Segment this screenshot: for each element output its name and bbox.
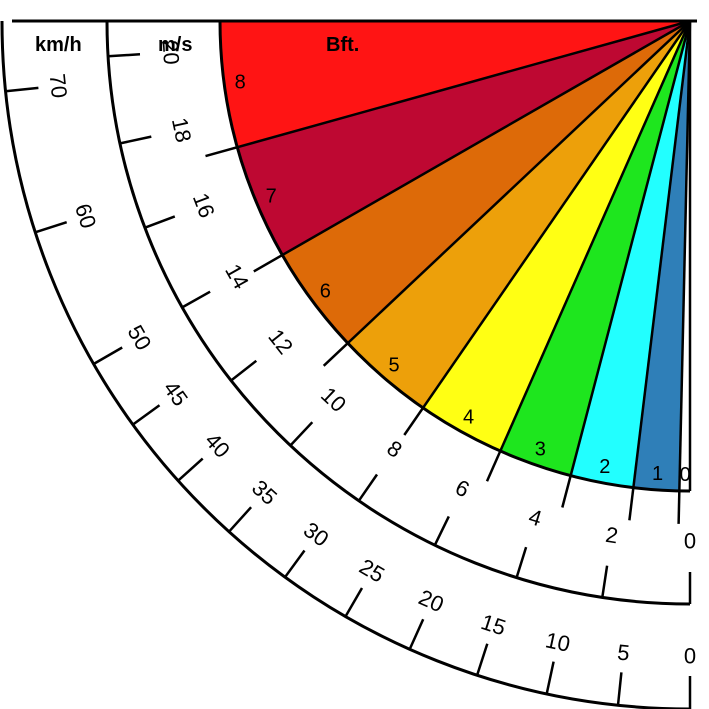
beaufort-boundary-ray: [677, 20, 692, 524]
ms-tick-label: 8: [382, 435, 406, 463]
beaufort-label-5: 5: [389, 354, 400, 376]
kmh-tick-label: 15: [478, 609, 509, 640]
kmh-tick-label: 70: [45, 72, 72, 99]
ms-tick-label: 10: [316, 382, 351, 417]
beaufort-sector-7: [237, 21, 691, 255]
kmh-tick: [132, 404, 161, 426]
ms-tick-label: 20: [158, 39, 184, 65]
kmh-tick: [283, 549, 306, 578]
ms-tick: [515, 546, 528, 578]
kmh-tick-label: 5: [616, 639, 631, 665]
ms-tick-label: 2: [604, 522, 620, 549]
ms-tick-label: 4: [526, 504, 545, 532]
beaufort-boundary-ray: [628, 20, 692, 521]
kmh-header: km/h: [35, 34, 82, 56]
ms-tick: [357, 473, 379, 502]
kmh-tick: [34, 221, 68, 234]
ms-tick-label: 12: [263, 324, 298, 359]
kmh-tick: [475, 643, 489, 676]
kmh-tick-label: 50: [123, 321, 157, 355]
kmh-tick: [408, 618, 425, 650]
kmh-tick-label: 10: [543, 627, 572, 657]
kmh-tick-label: 60: [70, 201, 101, 232]
beaufort-label-8: 8: [235, 72, 246, 94]
beaufort-label-3: 3: [535, 439, 546, 461]
beaufort-label-1: 1: [652, 463, 663, 485]
beaufort-label-2: 2: [599, 456, 610, 478]
ms-tick: [601, 565, 609, 598]
beaufort-label-0: 0: [680, 464, 691, 486]
beaufort-label-7: 7: [266, 185, 277, 207]
beaufort-sector-5: [347, 21, 690, 408]
beaufort-sector-3: [500, 21, 690, 476]
beaufort-label-4: 4: [463, 406, 474, 428]
kmh-tick: [228, 506, 253, 533]
kmh-tick-label: 30: [299, 517, 334, 552]
ms-tick-label: 16: [188, 190, 220, 222]
beaufort-boundary-ray: [205, 19, 691, 158]
ms-tick-label: 6: [451, 475, 473, 503]
kmh-tick-label: 35: [247, 475, 282, 510]
ms-tick: [144, 215, 176, 229]
kmh-tick: [177, 457, 204, 482]
beaufort-sector-4: [423, 21, 690, 451]
kmh-tick-label: 20: [415, 585, 448, 618]
kmh-tick-label: 45: [158, 376, 193, 410]
kmh-tick-label: 40: [200, 428, 235, 463]
beaufort-boundary-ray: [322, 20, 691, 367]
kmh-tick: [5, 86, 39, 93]
ms-header: m/s: [158, 34, 192, 56]
ms-tick-label: 0: [684, 529, 696, 554]
kmh-scale-arc: [0, 20, 691, 709]
ms-tick-label: 18: [167, 116, 197, 145]
beaufort-boundary-ray: [403, 20, 692, 436]
ms-tick: [230, 359, 258, 382]
kmh-tick: [616, 672, 623, 706]
kmh-tick-label: 0: [684, 644, 696, 669]
beaufort-boundary-ray: [561, 20, 692, 508]
ms-tick: [181, 290, 211, 309]
ms-tick: [119, 135, 152, 145]
kmh-tick: [545, 661, 555, 695]
ms-tick-label: 14: [220, 260, 254, 294]
ms-tick: [108, 53, 141, 58]
kmh-tick: [344, 587, 364, 618]
kmh-tick: [92, 346, 123, 366]
beaufort-label-6: 6: [320, 280, 331, 302]
kmh-tick-label: 25: [355, 554, 389, 588]
ms-tick: [433, 515, 450, 546]
fan-outer-arc: [218, 20, 691, 493]
bft-header: Bft.: [326, 34, 359, 56]
ms-scale-arc: [105, 20, 691, 606]
beaufort-sector-6: [282, 21, 690, 344]
beaufort-boundary-ray: [253, 19, 691, 273]
beaufort-boundary-ray: [485, 20, 692, 482]
ms-tick: [289, 421, 314, 447]
